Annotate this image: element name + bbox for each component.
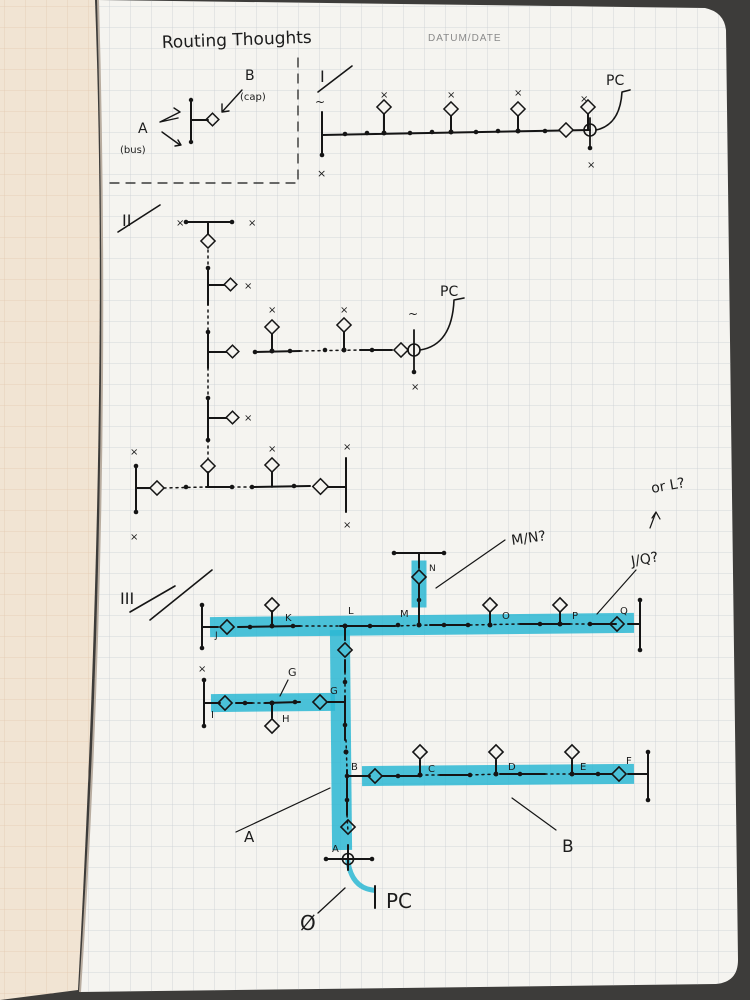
section-3-numeral: III: [120, 589, 134, 608]
node-label-o: O: [502, 611, 510, 622]
legend-b-note: (cap): [240, 92, 266, 103]
end-mark: ~: [408, 307, 418, 321]
node-label-h: H: [282, 714, 290, 725]
node-label-n: N: [429, 564, 436, 574]
node-label-i: I: [211, 710, 214, 721]
legend-b-label: B: [245, 68, 255, 84]
section-3-diagram: III J K L M N O: [120, 475, 686, 935]
end-mark: ×: [268, 444, 276, 455]
node-label-b: B: [351, 762, 358, 773]
end-mark: ×: [317, 167, 326, 180]
node-label-g-upper: G: [330, 686, 338, 697]
legend: A (bus) B (cap): [109, 57, 299, 186]
node-label-p: P: [572, 611, 578, 622]
end-mark: ×: [248, 218, 256, 229]
phi-label: Ø: [300, 911, 316, 935]
end-mark: ×: [244, 413, 252, 424]
annotation-jq: J/Q?: [629, 549, 660, 570]
node-label-g: G: [288, 666, 297, 679]
section-2-diagram: II × × × × × ~ × PC ×: [117, 204, 465, 543]
node-label-f: F: [626, 756, 632, 767]
section-2-numeral: II: [122, 211, 131, 230]
end-mark: ×: [587, 160, 595, 171]
node-label-k: K: [285, 613, 292, 624]
pc-label-1: PC: [606, 73, 624, 89]
end-mark: ×: [198, 664, 206, 675]
highlight-route-a: [329, 629, 353, 851]
end-mark: ×: [130, 447, 138, 458]
annotation-route-b: B: [562, 837, 574, 857]
end-mark: ×: [514, 88, 522, 99]
annotation-or-l: or L?: [650, 475, 686, 497]
section-1-diagram: I ~ × × × × × × PC: [315, 65, 631, 180]
pc-label-2: PC: [440, 284, 458, 300]
node-label-q: Q: [620, 606, 628, 617]
legend-a-label: A: [138, 121, 148, 137]
section-1-numeral: I: [320, 67, 325, 86]
pc-label-3: PC: [386, 889, 412, 913]
end-mark: ×: [130, 532, 138, 543]
end-mark: ×: [380, 90, 388, 101]
node-label-d: D: [508, 762, 516, 773]
end-mark: ×: [343, 520, 351, 531]
end-mark: ×: [411, 382, 419, 393]
end-mark: ~: [315, 95, 325, 109]
end-mark: ×: [340, 305, 348, 316]
date-label: DATUM/DATE: [428, 33, 502, 44]
end-mark: ×: [447, 90, 455, 101]
end-mark: ×: [244, 281, 252, 292]
node-label-l: L: [348, 606, 354, 617]
end-mark: ×: [343, 442, 351, 453]
node-label-a: A: [332, 844, 339, 855]
node-label-e: E: [580, 762, 586, 773]
end-mark: ×: [580, 94, 588, 105]
node-label-c: C: [428, 764, 435, 775]
legend-a-note: (bus): [120, 145, 146, 156]
annotation-route-a: A: [244, 828, 255, 846]
node-label-j: J: [214, 631, 218, 641]
end-mark: ×: [268, 305, 276, 316]
node-label-m: M: [400, 609, 409, 620]
end-mark: ×: [176, 218, 184, 229]
annotation-mn: M/N?: [510, 528, 547, 549]
